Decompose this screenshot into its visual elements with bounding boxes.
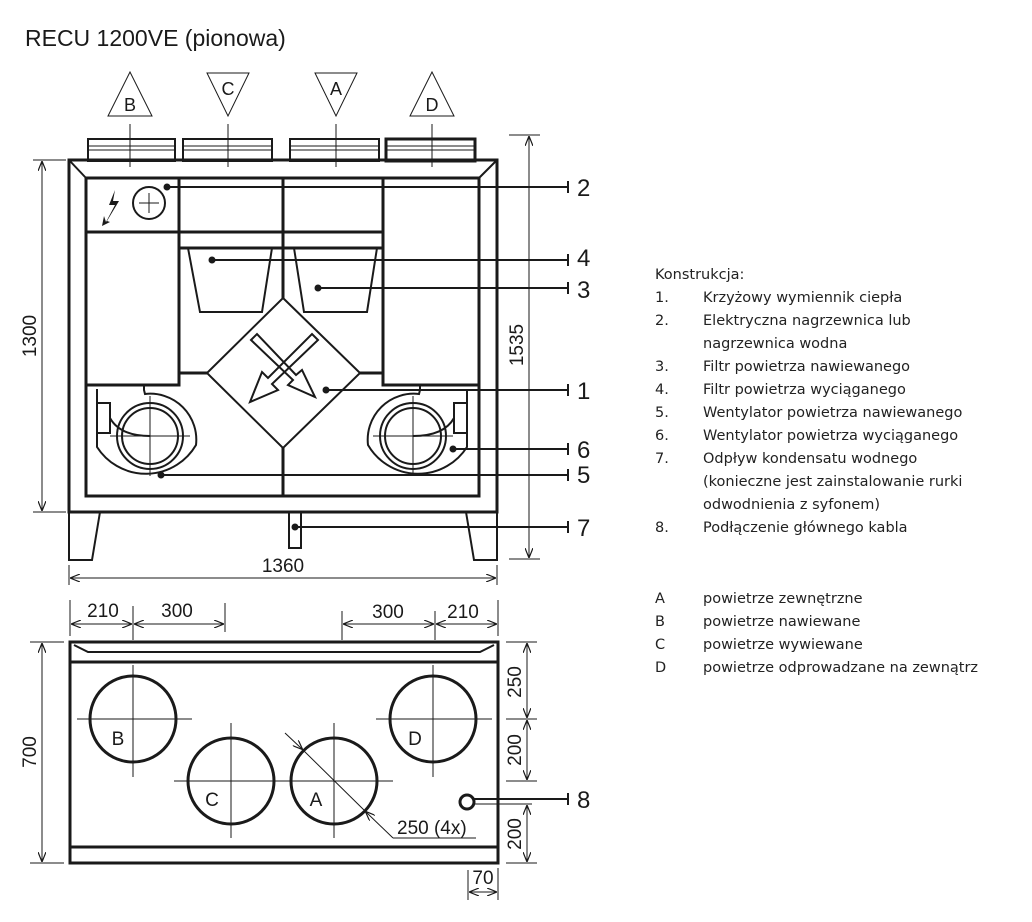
triangle-down-icon: [206, 72, 250, 118]
legend-text: Wentylator powietrza wyciąganego: [703, 428, 959, 444]
legend-item: 2. Elektryczna nagrzewnica lub: [655, 310, 962, 333]
front-view: 2 4 3 1 6 5 7 1300 1535 1360: [20, 124, 590, 585]
legend-number: 3.: [655, 359, 669, 375]
dim-70: 70: [472, 868, 493, 889]
legend-item-continued: (konieczne jest zainstalowanie rurki: [655, 471, 962, 494]
dim-diameter: 250 (4x): [397, 818, 467, 839]
port-label-b: B: [124, 95, 136, 115]
legend-text: nagrzewnica wodna: [703, 336, 848, 352]
callout-1: 1: [577, 378, 590, 405]
legend-text: (konieczne jest zainstalowanie rurki: [703, 474, 963, 490]
legend-text: Krzyżowy wymiennik ciepła: [703, 290, 903, 306]
dim-total-height: 1535: [507, 324, 528, 366]
legend-item: 3. Filtr powietrza nawiewanego: [655, 356, 962, 379]
legend-text: Filtr powietrza wyciąganego: [703, 382, 906, 398]
air-letter: C: [655, 637, 666, 653]
dim-width: 1360: [262, 556, 304, 577]
crossflow-arrows-icon: [248, 332, 320, 404]
air-text: powietrze odprowadzane na zewnątrz: [703, 660, 979, 676]
supply-fan: [96, 385, 198, 476]
callout-7: 7: [577, 515, 590, 542]
triangle-up-icon: [107, 70, 153, 117]
port-b: B: [77, 665, 192, 777]
air-text: powietrze zewnętrzne: [703, 591, 863, 607]
legend-text: Filtr powietrza nawiewanego: [703, 359, 911, 375]
legend-item: 7. Odpływ kondensatu wodnego: [655, 448, 962, 471]
dim-200-upper: 200: [505, 734, 526, 766]
air-letter: A: [655, 591, 665, 607]
port-triangles: B C A D: [107, 70, 455, 118]
dim-250: 250: [505, 666, 526, 698]
port-c: C: [174, 723, 290, 838]
legend-item: 4. Filtr powietrza wyciąganego: [655, 379, 962, 402]
air-letter: B: [655, 614, 665, 630]
air-letter: D: [655, 660, 667, 676]
dim-200-lower: 200: [505, 818, 526, 850]
legend-text: odwodnienia z syfonem): [703, 497, 881, 513]
diagram-title: RECU 1200VE (pionowa): [25, 25, 286, 51]
triangle-down-icon: [314, 72, 358, 118]
cable-entry: [458, 793, 476, 811]
triangle-up-icon: [409, 70, 455, 117]
extract-filter: [186, 247, 274, 313]
callout-8: 8: [577, 787, 590, 814]
legend-number: 2.: [655, 313, 669, 329]
legend-text: Podłączenie głównego kabla: [703, 520, 908, 536]
legend-number: 4.: [655, 382, 669, 398]
dim-body-height: 1300: [20, 315, 41, 357]
callout-3: 3: [577, 277, 590, 304]
legend-item-continued: nagrzewnica wodna: [655, 333, 962, 356]
legend-item-continued: odwodnienia z syfonem): [655, 494, 962, 517]
legend-text: Odpływ kondensatu wodnego: [703, 451, 918, 467]
svg-text:B: B: [112, 729, 125, 750]
cross-flow-exchanger: [205, 296, 362, 450]
legend-text: Wentylator powietrza nawiewanego: [703, 405, 963, 421]
svg-text:A: A: [310, 790, 323, 811]
callout-6: 6: [577, 437, 590, 464]
dim-depth: 700: [20, 736, 41, 768]
port-label-c: C: [222, 79, 235, 99]
dim-left-300: 300: [161, 601, 193, 622]
legend-item: 6. Wentylator powietrza wyciąganego: [655, 425, 962, 448]
port-label-d: D: [426, 95, 439, 115]
legend-number: 5.: [655, 405, 669, 421]
callout-5: 5: [577, 462, 590, 489]
legend-item: 1. Krzyżowy wymiennik ciepła: [655, 287, 962, 310]
legend-number: 6.: [655, 428, 669, 444]
dim-right-300: 300: [372, 602, 404, 623]
heater-icon: [132, 186, 166, 220]
port-a: A: [289, 723, 393, 838]
svg-text:C: C: [205, 790, 219, 811]
construction-legend: Konstrukcja: 1. Krzyżowy wymiennik ciepła…: [655, 264, 962, 540]
dim-right-210: 210: [447, 602, 479, 623]
extract-fan: [366, 385, 468, 476]
dim-left-210: 210: [87, 601, 119, 622]
legend-heading: Konstrukcja:: [655, 267, 745, 283]
legend-item: 5. Wentylator powietrza nawiewanego: [655, 402, 962, 425]
legend-number: 8.: [655, 520, 669, 536]
top-view: B C A D 250 (4x) 8: [20, 600, 590, 900]
port-label-a: A: [330, 79, 342, 99]
callout-2: 2: [577, 175, 590, 202]
supply-filter: [292, 247, 379, 313]
port-d: D: [376, 665, 492, 777]
legend-number: 1.: [655, 290, 669, 306]
legend-text: Elektryczna nagrzewnica lub: [703, 313, 911, 329]
lightning-icon: [102, 190, 119, 226]
legend-item: 8. Podłączenie głównego kabla: [655, 517, 962, 540]
air-text: powietrze wywiewane: [703, 637, 863, 653]
svg-text:D: D: [408, 729, 422, 750]
callout-4: 4: [577, 245, 590, 272]
air-text: powietrze nawiewane: [703, 614, 861, 630]
legend-number: 7.: [655, 451, 669, 467]
